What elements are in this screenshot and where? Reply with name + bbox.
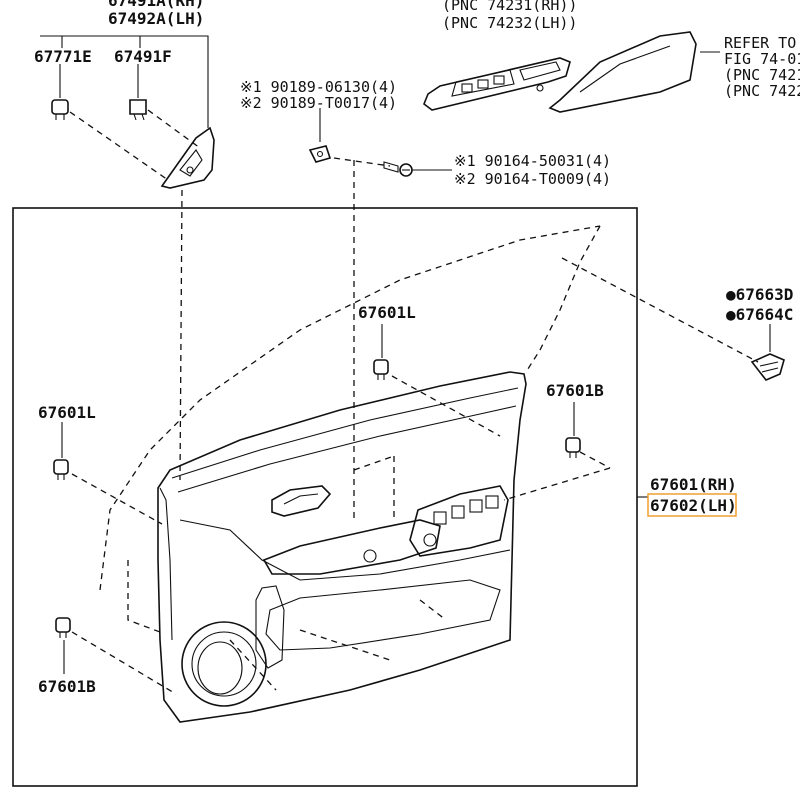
screw-90164-icon: [383, 161, 413, 177]
label-67663d: ●67663D: [726, 285, 793, 304]
label-refer-1: REFER TO: [724, 34, 796, 52]
dash-67601l-top: [391, 375, 501, 437]
label-bracket-top: [40, 35, 209, 128]
clip-67601l-left-icon: [53, 459, 69, 480]
dash-clip-to-screw: [333, 157, 391, 167]
label-67601l-left: 67601L: [38, 403, 96, 422]
window-switch-bezel-icon: [423, 57, 571, 111]
label-pnc-rh: (PNC 74231(RH)): [442, 0, 577, 14]
label-clip-90189-1: ※1 90189-06130(4): [240, 78, 397, 96]
label-refer-3: (PNC 74211: [724, 66, 800, 84]
label-67664c: ●67664C: [726, 305, 793, 324]
dash-67601b-right: [579, 451, 611, 469]
dash-lower-clips: [229, 599, 447, 691]
dash-67601b-right-2: [503, 467, 611, 501]
label-refer-2: FIG 74-01: [724, 50, 800, 68]
label-67601-rh: 67601(RH): [650, 475, 737, 494]
label-screw-90164-1: ※1 90164-50031(4): [454, 152, 611, 170]
clip-67491f-icon: [129, 99, 147, 121]
corner-cover-icon: [160, 126, 215, 189]
dash-left-vertical: [127, 560, 161, 633]
label-67492a-lh: 67492A(LH): [108, 9, 204, 28]
label-67601b-right: 67601B: [546, 381, 604, 400]
dash-clip-a: [69, 111, 169, 181]
label-refer-4: (PNC 74222: [724, 82, 800, 100]
assembly-frame: [12, 207, 638, 787]
label-screw-90164-2: ※2 90164-T0009(4): [454, 170, 611, 188]
label-67491f: 67491F: [114, 47, 172, 66]
clip-90189-icon: [308, 145, 332, 163]
armrest-pad-icon: [548, 31, 697, 113]
dash-window-corner: [561, 257, 759, 363]
label-pnc-lh: (PNC 74232(LH)): [442, 14, 577, 32]
label-67491a-rh: 67491A(RH): [108, 0, 204, 10]
label-67601b-left: 67601B: [38, 677, 96, 696]
door-trim-panel-icon: [99, 225, 601, 723]
label-clip-90189-2: ※2 90189-T0017(4): [240, 94, 397, 112]
label-67602-lh: 67602(LH): [650, 496, 737, 515]
highlight-67602-lh: [647, 493, 737, 517]
mirror-cover-icon: [750, 353, 785, 381]
label-67771e: 67771E: [34, 47, 92, 66]
dash-center-box: [353, 455, 395, 520]
clip-67601l-top-icon: [373, 359, 389, 380]
dash-67601b-left: [71, 631, 177, 695]
clip-67601b-left-icon: [55, 617, 71, 638]
clip-67601b-right-icon: [565, 437, 581, 458]
label-67601l-top: 67601L: [358, 303, 416, 322]
clip-67771e-icon: [51, 99, 69, 120]
dash-cover-down: [179, 189, 183, 481]
